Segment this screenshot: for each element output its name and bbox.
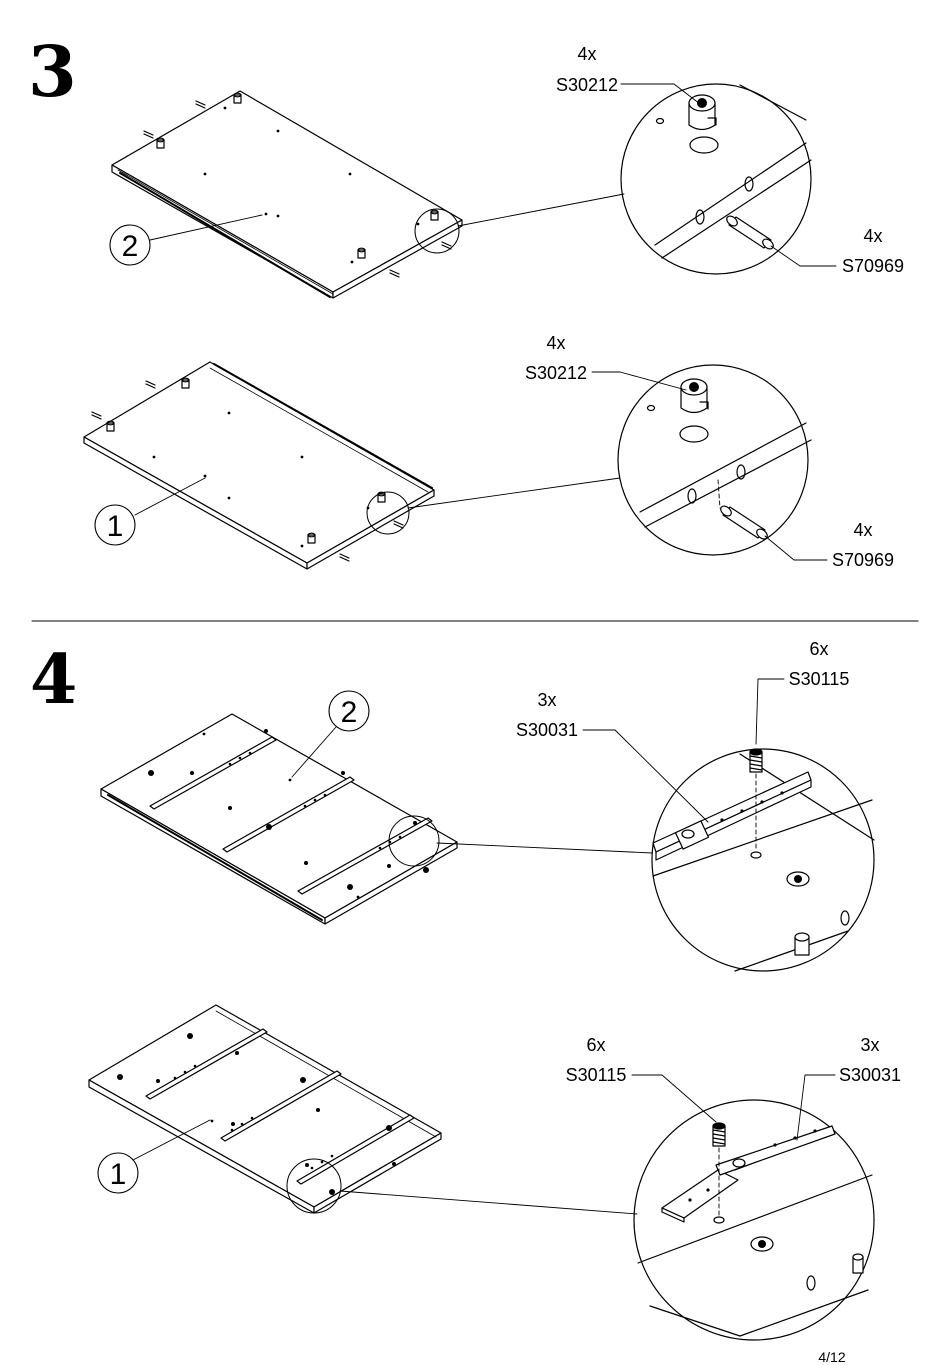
part-number: 1 (110, 1158, 127, 1191)
hardware-quantity: 4x (863, 226, 882, 246)
wooden-dowel-icon (726, 215, 774, 250)
part-number: 2 (122, 230, 139, 263)
hardware-code: S30031 (839, 1065, 901, 1085)
cam-housing-icon (156, 92, 439, 259)
hardware-code: S30115 (566, 1065, 627, 1085)
cam-lock-housing-icon (786, 871, 810, 887)
hardware-code: S70969 (842, 256, 904, 276)
step-number: 3 (28, 30, 77, 113)
wooden-dowel-icon (852, 1253, 864, 1274)
hardware-code: S30031 (516, 720, 578, 740)
part-label-1: 1 (94, 477, 206, 546)
panel-holes (203, 106, 420, 264)
cam-housing-icon (106, 377, 386, 544)
panel-1-drawing (83, 361, 621, 570)
step-4: 4 (30, 639, 901, 1341)
hardware-quantity: 3x (860, 1035, 879, 1055)
detail-circle (620, 83, 812, 275)
threaded-insert-icon (712, 1122, 726, 1224)
detail-circle (633, 1099, 875, 1341)
panel-2-drawing (100, 713, 653, 925)
part-label-1: 1 (97, 1119, 211, 1194)
panel-1-drawing (88, 1004, 638, 1215)
drawer-runner-icon (145, 1028, 415, 1185)
step-3: 3 (28, 30, 904, 570)
detail-highlight-circle (286, 1158, 342, 1214)
hardware-quantity: 4x (546, 333, 565, 353)
cam-lock-housing-icon (688, 94, 717, 131)
panel-holes (117, 1033, 396, 1195)
hardware-quantity: 6x (809, 639, 828, 659)
hardware-code: S30212 (556, 75, 618, 95)
detail-circle (617, 364, 812, 556)
part-label-2: 2 (291, 690, 370, 778)
detail-highlight-circle (366, 491, 410, 535)
panel-holes (148, 729, 429, 899)
cam-lock-housing-icon (750, 1236, 774, 1252)
detail-circle (651, 748, 875, 972)
dowel-icon (143, 100, 452, 278)
cam-lock-housing-icon (680, 378, 709, 414)
panel-2-drawing (111, 90, 625, 299)
hardware-quantity: 6x (586, 1035, 605, 1055)
hardware-quantity: 4x (577, 44, 596, 64)
wooden-dowel-icon (720, 505, 768, 540)
drawer-runner-icon (661, 1125, 836, 1223)
part-number: 2 (341, 696, 358, 729)
hardware-quantity: 4x (853, 520, 872, 540)
detail-highlight-circle (388, 815, 440, 867)
part-label-2: 2 (109, 214, 263, 266)
hardware-quantity: 3x (537, 690, 556, 710)
hardware-code: S30212 (525, 363, 587, 383)
hardware-code: S70969 (832, 550, 894, 570)
step-number: 4 (30, 640, 77, 720)
dowel-icon (91, 380, 404, 562)
hardware-code: S30115 (789, 669, 850, 689)
page-indicator: 4/12 (818, 1349, 845, 1365)
threaded-insert-icon (749, 748, 763, 859)
part-number: 1 (107, 510, 124, 543)
drawer-runner-icon (652, 771, 812, 861)
drawer-runner-icon (149, 736, 433, 895)
detail-highlight-circle (414, 208, 460, 254)
wooden-dowel-icon (794, 932, 810, 956)
